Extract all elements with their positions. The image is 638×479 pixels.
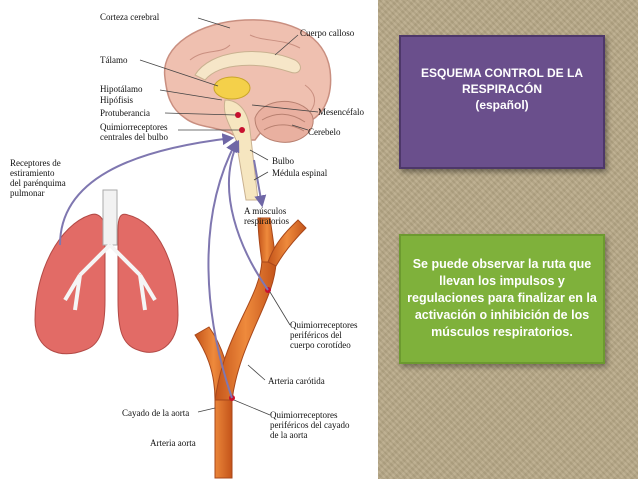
lungs-illustration [34, 189, 179, 355]
leader-cayado [197, 407, 216, 413]
brain-illustration [163, 19, 332, 201]
label-talamo: Tálamo [100, 55, 128, 65]
title-line-1: ESQUEMA CONTROL DE LA [420, 66, 583, 80]
path-aorta-to-brain [207, 139, 238, 399]
leader-mesencefalo [251, 104, 319, 113]
leader-quimio-carotideo [269, 291, 291, 326]
bronchi [63, 243, 157, 311]
brain-fold-1 [189, 44, 231, 61]
label-quimio-cayado-aorta: Quimiorreceptores periféricos del cayado… [270, 410, 350, 440]
leader-lines [139, 17, 319, 416]
label-bulbo: Bulbo [272, 156, 295, 166]
label-hipotalamo: Hipotálamo [100, 84, 143, 94]
leader-quimio-aorta [233, 399, 271, 416]
label-cayado-aorta: Cayado de la aorta [122, 408, 190, 418]
leader-corteza [197, 17, 231, 29]
label-arteria-carotida: Arteria carótida [268, 376, 325, 386]
label-cerebelo: Cerebelo [308, 127, 341, 137]
label-protuberancia: Protuberancia [100, 108, 150, 118]
nerve-pathways [59, 133, 269, 399]
label-corteza-cerebral: Corteza cerebral [100, 12, 160, 22]
leader-bulbo [249, 149, 269, 161]
leader-protuberancia [164, 112, 237, 116]
path-lung-to-brain [59, 133, 235, 246]
title-box: ESQUEMA CONTROL DE LA RESPIRACÓN (españo… [399, 35, 605, 169]
cerebellum-folds [261, 113, 306, 132]
leader-cerebelo [291, 124, 309, 131]
label-mesencefalo: Mesencéfalo [318, 107, 364, 117]
carotid-artery [214, 259, 277, 401]
title-line-2: RESPIRACÓN [461, 82, 542, 96]
label-cuerpo-calloso: Cuerpo calloso [300, 28, 355, 38]
description-box: Se puede observar la ruta que llevan los… [399, 234, 605, 364]
path-brain-to-muscles [253, 159, 267, 208]
title-line-3: (español) [475, 98, 529, 112]
corpus-callosum [194, 51, 301, 81]
leader-arteria-carotida [247, 364, 266, 381]
thalamus [213, 76, 251, 100]
path-carotid-to-brain [228, 139, 269, 291]
label-receptores-estiramiento: Receptores de estiramiento del parénquim… [10, 158, 66, 198]
label-hipofisis: Hipófisis [100, 95, 134, 105]
aorta-artery [194, 326, 233, 479]
label-quimiorreceptores-bulbo: Quimiorreceptores centrales del bulbo [100, 122, 168, 142]
leader-talamo [139, 59, 219, 87]
leader-cuerpo-calloso [274, 34, 299, 56]
label-arteria-aorta: Arteria aorta [150, 438, 196, 448]
description-text: Se puede observar la ruta que llevan los… [407, 257, 597, 339]
brain-fold-2 [249, 34, 301, 49]
leader-hipotalamo [159, 89, 223, 101]
cerebellum [254, 101, 314, 143]
carotid-branch-right [267, 219, 307, 267]
label-medula-espinal: Médula espinal [272, 168, 328, 178]
right-lung [34, 213, 106, 355]
label-musculos-respiratorios: A músculos respiratorios [244, 206, 289, 226]
bulb-point [239, 127, 245, 133]
brain-fold-3 [304, 84, 316, 113]
pons-point [235, 112, 241, 118]
label-quimio-cuerpo-carotideo: Quimiorreceptores periféricos del cuerpo… [290, 320, 358, 350]
leader-medula [253, 171, 269, 181]
trachea [102, 189, 118, 246]
left-lung [117, 213, 179, 353]
